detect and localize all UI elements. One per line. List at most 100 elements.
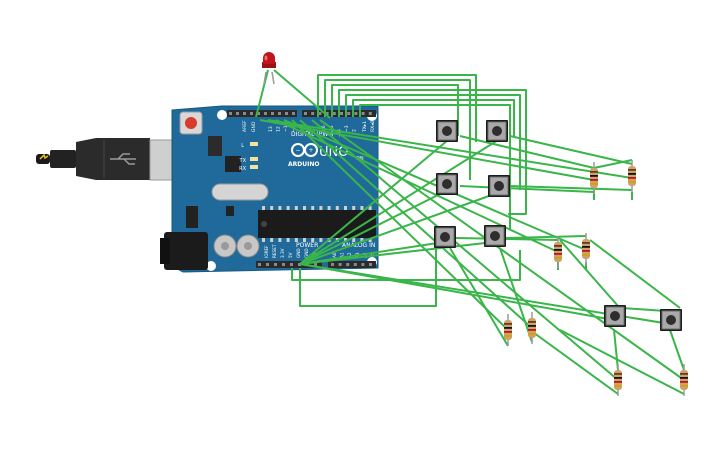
resistor[interactable] xyxy=(590,162,598,194)
wire[interactable] xyxy=(509,135,633,165)
header-pin[interactable] xyxy=(282,263,285,266)
header-pin[interactable] xyxy=(257,112,260,115)
pushbutton[interactable] xyxy=(488,175,510,197)
chip-pin xyxy=(262,206,265,210)
header-pin[interactable] xyxy=(353,263,357,266)
pushbutton[interactable] xyxy=(436,120,458,142)
wire[interactable] xyxy=(283,119,587,251)
wire[interactable] xyxy=(509,185,633,191)
header-pin[interactable] xyxy=(325,112,329,115)
pushbutton[interactable] xyxy=(434,226,456,248)
wire[interactable] xyxy=(299,189,449,265)
wire[interactable] xyxy=(613,329,619,371)
header-pin[interactable] xyxy=(258,263,261,266)
pushbutton-cap[interactable] xyxy=(490,231,500,241)
pushbutton[interactable] xyxy=(484,225,506,247)
header-pin[interactable] xyxy=(346,263,350,266)
wire[interactable] xyxy=(259,119,595,181)
header-pin[interactable] xyxy=(368,112,372,115)
pushbutton[interactable] xyxy=(604,305,626,327)
wire[interactable] xyxy=(331,84,459,136)
wire[interactable] xyxy=(455,237,559,241)
header-pin[interactable] xyxy=(340,112,343,115)
header-pin[interactable] xyxy=(274,263,277,266)
header-pin[interactable] xyxy=(354,112,358,115)
pushbutton-cap[interactable] xyxy=(440,232,450,242)
header-pin[interactable] xyxy=(338,263,342,266)
resistor[interactable] xyxy=(628,160,636,192)
header-pin[interactable] xyxy=(285,112,288,115)
wire[interactable] xyxy=(593,159,633,169)
wire[interactable] xyxy=(317,74,477,142)
resistor[interactable] xyxy=(582,233,590,265)
header-pin[interactable] xyxy=(292,112,295,115)
wire[interactable] xyxy=(319,119,685,381)
header-pin[interactable] xyxy=(271,112,274,115)
wire[interactable] xyxy=(275,119,559,253)
wire[interactable] xyxy=(499,247,533,343)
wire[interactable] xyxy=(299,139,449,265)
header-pin[interactable] xyxy=(229,112,232,115)
header-pin[interactable] xyxy=(311,112,315,115)
pushbutton-cap[interactable] xyxy=(610,311,620,321)
wire[interactable] xyxy=(345,94,521,190)
wire[interactable] xyxy=(267,119,633,179)
header-pin[interactable] xyxy=(236,112,239,115)
header-pin[interactable] xyxy=(250,112,253,115)
wire[interactable] xyxy=(459,135,595,169)
header-pin[interactable] xyxy=(243,112,246,115)
header-pin[interactable] xyxy=(298,263,301,266)
resistor[interactable] xyxy=(554,236,562,268)
header-pin[interactable] xyxy=(361,263,365,266)
wire[interactable] xyxy=(559,329,685,395)
wire[interactable] xyxy=(299,139,499,265)
pushbutton[interactable] xyxy=(436,173,458,195)
wire[interactable] xyxy=(559,239,619,307)
header-pin[interactable] xyxy=(347,112,351,115)
header-pin[interactable] xyxy=(369,263,372,266)
pushbutton-cap[interactable] xyxy=(442,126,452,136)
header-pin[interactable] xyxy=(290,263,293,266)
wire[interactable] xyxy=(449,247,509,347)
wire[interactable] xyxy=(299,240,437,307)
red-led[interactable] xyxy=(262,52,276,85)
header-pin[interactable] xyxy=(264,112,267,115)
pushbutton-cap[interactable] xyxy=(494,181,504,191)
resistor[interactable] xyxy=(528,312,536,344)
header-pin[interactable] xyxy=(266,263,269,266)
reset-button-cap[interactable] xyxy=(185,117,197,129)
wire[interactable] xyxy=(299,191,501,265)
wire[interactable] xyxy=(669,329,685,371)
wire[interactable] xyxy=(352,99,515,136)
wire[interactable] xyxy=(255,69,269,118)
wire[interactable] xyxy=(338,89,527,215)
arduino-board[interactable]: L TX RX − + UNO ARDUINO ON DIGITAL (PWM~… xyxy=(160,105,379,273)
wire[interactable] xyxy=(529,329,619,395)
wire[interactable] xyxy=(299,241,495,265)
wire[interactable] xyxy=(324,79,471,180)
wire[interactable] xyxy=(589,239,681,309)
wire[interactable] xyxy=(273,69,331,119)
resistor[interactable] xyxy=(614,364,622,396)
resistor[interactable] xyxy=(504,314,512,346)
header-pin[interactable] xyxy=(304,112,307,115)
wire[interactable] xyxy=(291,250,521,281)
wire[interactable] xyxy=(299,119,533,329)
header-pin[interactable] xyxy=(278,112,281,115)
pushbutton[interactable] xyxy=(660,309,682,331)
header-pin[interactable] xyxy=(314,263,317,266)
wire[interactable] xyxy=(359,104,511,230)
pushbutton-cap[interactable] xyxy=(442,179,452,189)
wire[interactable] xyxy=(311,119,619,381)
pushbutton[interactable] xyxy=(486,120,508,142)
pushbutton-cap[interactable] xyxy=(492,126,502,136)
resistors xyxy=(504,160,688,396)
wire[interactable] xyxy=(291,119,509,331)
pushbutton-cap[interactable] xyxy=(666,315,676,325)
resistor[interactable] xyxy=(680,364,688,396)
header-pin[interactable] xyxy=(361,112,365,115)
header-pin[interactable] xyxy=(332,112,336,115)
header-pin[interactable] xyxy=(318,112,322,115)
header-pin[interactable] xyxy=(331,263,334,266)
wire[interactable] xyxy=(505,235,587,239)
